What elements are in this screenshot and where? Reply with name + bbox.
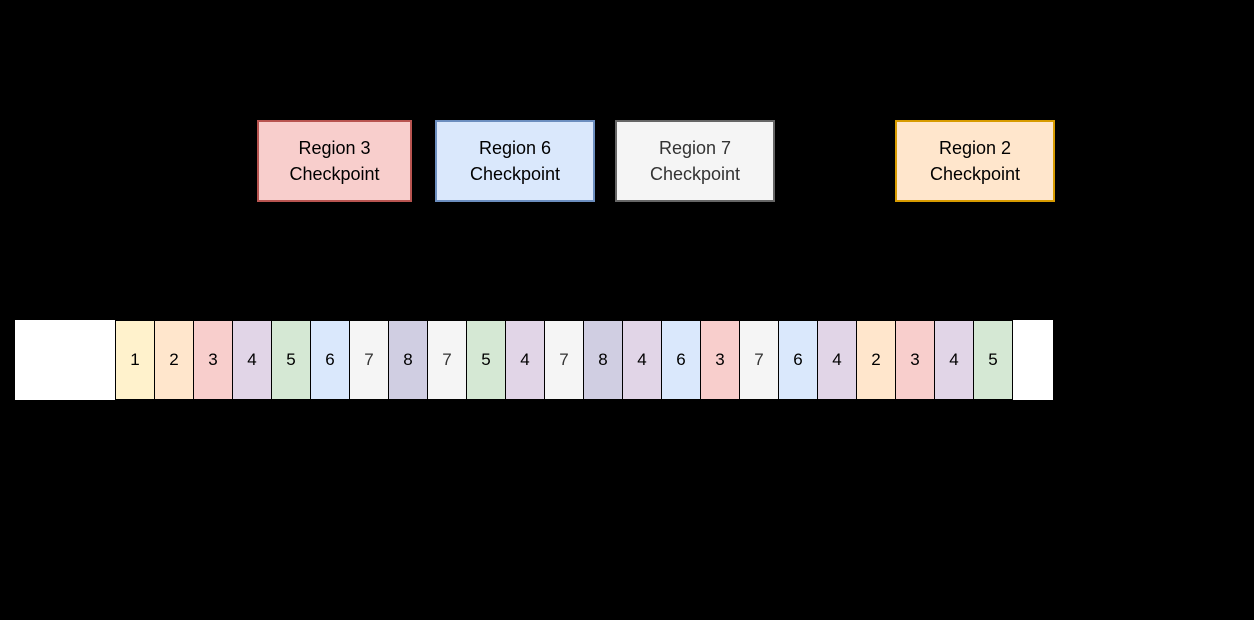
log-cell: 5 [973,320,1013,400]
log-cell: 4 [505,320,545,400]
log-cell: 7 [739,320,779,400]
log-cell: 1 [115,320,155,400]
log-cell-value: 7 [364,350,374,369]
log-cell-value: 4 [949,350,959,369]
log-cell: 6 [661,320,701,400]
log-cell-value: 2 [169,350,179,369]
checkpoint-region-2: Region 2 Checkpoint [895,120,1055,202]
checkpoint-region-3-line1: Region 3 [298,138,371,158]
log-cell-value: 6 [676,350,686,369]
log-cell-value: 4 [247,350,257,369]
log-cell: 3 [193,320,233,400]
log-cell-value: 4 [832,350,842,369]
log-cell: 5 [466,320,506,400]
log-cell: 3 [895,320,935,400]
checkpoint-region-3-line2: Checkpoint [289,164,380,184]
log-strip: 1 2 3 4 5 6 7 8 7 5 4 7 8 4 6 3 7 6 4 2 3 4 5 [15,320,1053,400]
log-cell-value: 8 [598,350,608,369]
checkpoint-region-3: Region 3 Checkpoint [257,120,412,202]
log-cell: 4 [232,320,272,400]
log-cell-value: 1 [130,350,140,369]
log-cell-value: 5 [988,350,998,369]
log-cell-value: 5 [286,350,296,369]
log-cell: 4 [934,320,974,400]
checkpoint-region-6-line2: Checkpoint [469,164,561,184]
log-cell-value: 3 [715,350,725,369]
log-cell-value: 6 [325,350,335,369]
log-cell-value: 3 [208,350,218,369]
checkpoint-region-6-line1: Region 6 [478,138,552,158]
log-cell-value: 3 [910,350,920,369]
checkpoint-region-7-line1: Region 7 [658,138,732,158]
log-cell-value: 7 [754,350,764,369]
log-cell: 6 [310,320,350,400]
log-cell-value: 5 [481,350,491,369]
log-cell-value: 7 [442,350,452,369]
checkpoint-region-6: Region 6 Checkpoint [435,120,595,202]
log-lead-blank [15,320,115,400]
log-cell: 5 [271,320,311,400]
log-cell-value: 6 [793,350,803,369]
log-cell-value: 2 [871,350,881,369]
log-cells: 1 2 3 4 5 6 7 8 7 5 4 7 8 4 6 3 7 6 4 2 3 4 5 [115,320,1013,400]
log-cell-value: 4 [520,350,530,369]
checkpoint-region-2-line2: Checkpoint [929,164,1021,184]
log-cell: 2 [856,320,896,400]
log-cell-value: 4 [637,350,647,369]
log-cell-value: 8 [403,350,413,369]
checkpoint-region-7: Region 7 Checkpoint [615,120,775,202]
checkpoint-region-7-line2: Checkpoint [649,164,741,184]
log-cell: 8 [388,320,428,400]
log-cell-value: 7 [559,350,569,369]
log-cell: 2 [154,320,194,400]
log-cell: 4 [622,320,662,400]
log-cell: 4 [817,320,857,400]
log-cell: 8 [583,320,623,400]
log-cell: 6 [778,320,818,400]
log-cell: 7 [349,320,389,400]
checkpoint-region-2-line1: Region 2 [938,138,1012,158]
log-cell: 3 [700,320,740,400]
log-cell: 7 [427,320,467,400]
log-tail-blank [1013,320,1053,400]
log-cell: 7 [544,320,584,400]
